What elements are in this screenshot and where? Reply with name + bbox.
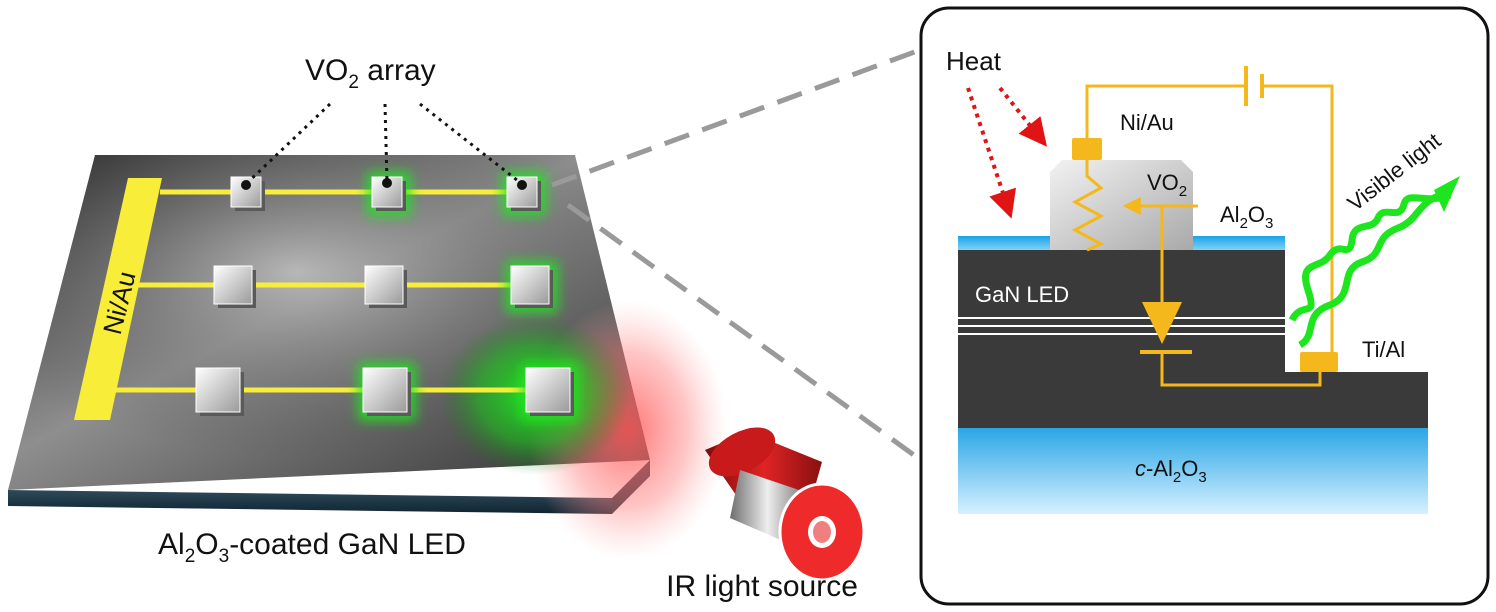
ir-light-source — [705, 427, 866, 582]
leader-dots — [241, 178, 527, 190]
c-al2o3-substrate — [958, 428, 1428, 514]
visible-light-wave-2 — [1297, 188, 1451, 349]
zoom-indicator-lines — [551, 47, 921, 461]
ti-al-contact-label: Ti/Al — [1362, 337, 1405, 362]
heat-arrows — [966, 86, 1047, 219]
ir-source-label: IR light source — [666, 570, 858, 603]
vo2-pixel-r2-c3 — [506, 261, 558, 313]
ti-al-contact — [1300, 352, 1338, 372]
vo2-pixel-r3-c3 — [521, 363, 579, 421]
vo2-pixel-array — [195, 172, 579, 421]
vo2-pixel-r1-c1 — [230, 176, 265, 211]
vo2-pixel-r3-c2 — [358, 363, 416, 421]
vo2-resistor-zigzag — [1071, 160, 1105, 252]
gan-led-label: GaN LED — [975, 282, 1069, 307]
ni-au-contact-label: Ni/Au — [1120, 110, 1174, 135]
vo2-pixel-r2-c2 — [364, 265, 407, 308]
vo2-label: VO2 — [1147, 170, 1187, 200]
substrate-label: c-Al2O3 — [1135, 456, 1207, 486]
visible-light-wave — [1288, 191, 1452, 322]
array-leader-lines — [244, 102, 523, 186]
slab-edge — [8, 490, 612, 514]
circuit-wires — [1071, 84, 1334, 387]
row-wires — [112, 189, 545, 393]
ni-au-contact — [1072, 138, 1102, 160]
al2o3-coating-right — [1193, 236, 1285, 250]
al2o3-label: Al2O3 — [1220, 202, 1273, 232]
device-label: Al2O3-coated GaN LED — [158, 528, 466, 567]
al2o3-coating-left — [958, 236, 1050, 250]
light-arrow-head — [1434, 176, 1460, 212]
diode-symbol — [1140, 302, 1192, 354]
vo2-pixel-r2-c1 — [213, 265, 256, 308]
vo2-array-label: VO2 array — [305, 54, 436, 93]
vo2-block — [1050, 160, 1193, 250]
vo2-pixel-r3-c1 — [195, 367, 244, 416]
battery-symbol — [1244, 66, 1264, 106]
quantum-well-lines — [958, 317, 1285, 335]
vo2-pixel-r1-c3 — [502, 172, 546, 216]
ni-au-bus-bar — [74, 178, 162, 420]
heat-label: Heat — [946, 46, 1002, 76]
